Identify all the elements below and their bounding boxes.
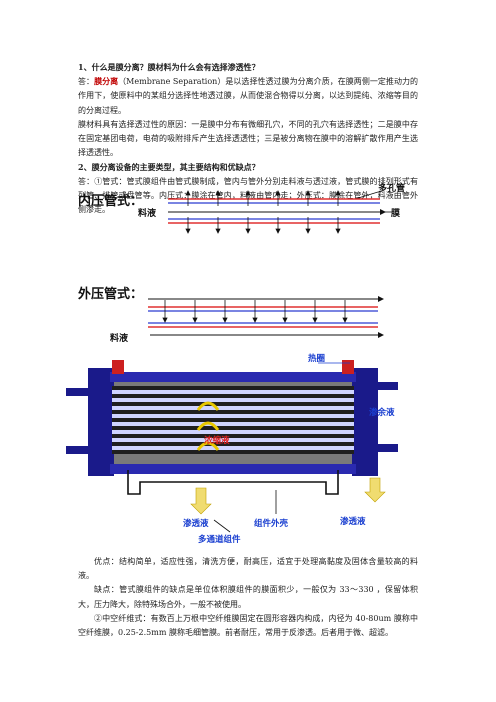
question-2: 2、膜分离设备的主要类型，其主要结构和优缺点？ bbox=[78, 162, 260, 173]
porous-pointer bbox=[354, 191, 379, 200]
diagram2-feed-label: 料液 bbox=[110, 334, 129, 344]
section3-block: 优点：结构简单，适应性强，清洗方便，耐高压，适宜于处理高黏度及固体含量较高的料液… bbox=[78, 555, 418, 640]
concentrate-label: 浓缩液 bbox=[204, 436, 230, 446]
multichannel-label: 多通道组件 bbox=[198, 535, 241, 545]
diagram3-graphic bbox=[66, 360, 398, 533]
answer-1: 答：膜分离（Membrane Separation）是以选择性透过膜为分离介质，… bbox=[78, 74, 418, 118]
hollow-fiber-text: ②中空纤维式：有数百上万根中空纤维膜固定在圆形容器内构成，内径为 40-80um… bbox=[78, 613, 418, 638]
diagram1-membrane-label: 膜 bbox=[391, 209, 401, 219]
diagram1-feed-label: 料液 bbox=[138, 209, 157, 219]
retentate-label: 渗余液 bbox=[369, 408, 395, 418]
answer-1-para2: 膜材料具有选择透过性的原因：一是膜中分布有微细孔穴，不同的孔穴有选择透性；二是膜… bbox=[78, 119, 418, 158]
pros-text: 优点：结构简单，适应性强，清洗方便，耐高压，适宜于处理高黏度及固体含量较高的料液… bbox=[78, 557, 418, 581]
answer-prefix: 答： bbox=[78, 77, 95, 87]
permeate-right-label: 渗透液 bbox=[340, 517, 366, 527]
diagram2-graphic bbox=[148, 296, 384, 338]
diagram1-porous-label: 多孔管 bbox=[378, 184, 406, 194]
term-membrane-separation: 膜分离 bbox=[94, 76, 119, 87]
cons-text: 缺点：管式膜组件的缺点是单位体积膜组件的膜面积少，一般仅为 33～330 ，保留… bbox=[78, 585, 418, 609]
shell-label: 组件外壳 bbox=[254, 519, 289, 529]
question-1: 1、什么是膜分离？膜材料为什么会有选择渗透性？ bbox=[78, 62, 260, 72]
answer-1-text: （Membrane Separation）是以选择性透过膜为分离介质，在膜两侧一… bbox=[78, 77, 419, 115]
permeate-arrows bbox=[185, 190, 341, 234]
flow-arrowhead bbox=[380, 209, 386, 215]
diagram2-title: 外压管式： bbox=[78, 287, 144, 302]
seal-label: 热圈 bbox=[308, 354, 326, 364]
diagram1-title: 内压管式： bbox=[78, 194, 144, 209]
permeate-left-label: 渗透液 bbox=[183, 519, 209, 529]
